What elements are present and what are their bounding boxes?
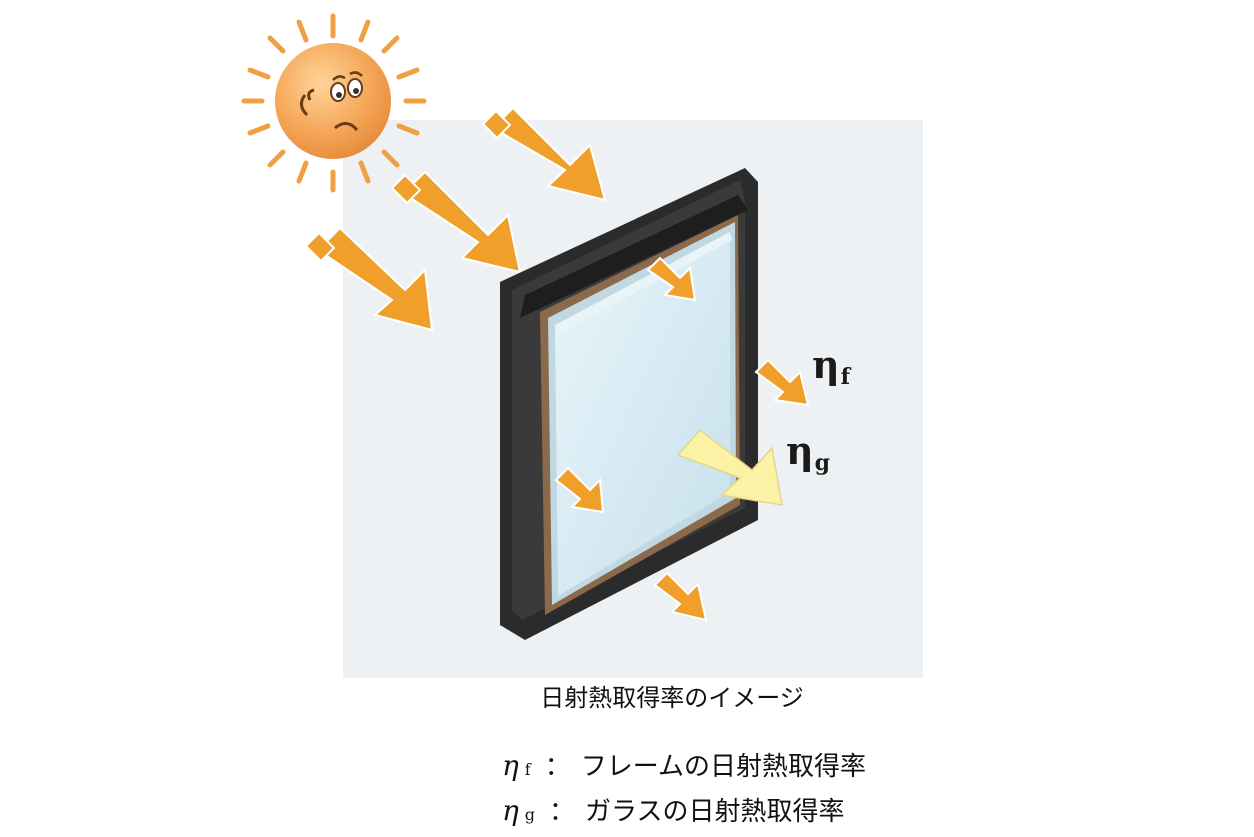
eta-g-subscript: g [814,450,831,476]
frame-arrow [646,256,697,302]
incoming-arrow [401,170,522,274]
incoming-arrow [390,173,422,205]
eta-f-subscript: f [840,364,851,390]
frame-arrow [653,571,708,622]
diagram-caption: 日射熱取得率のイメージ [540,684,804,712]
glass-arrow [676,428,783,506]
legend-row-glass: η g ： ガラスの日射熱取得率 [502,791,845,828]
legend-subscript: f [524,760,531,779]
frame-arrow [554,466,605,514]
legend-separator: ： [544,752,571,782]
incoming-arrow [491,106,607,202]
legend-separator: ： [549,797,576,827]
incoming-arrow [481,109,512,140]
eta-g-label: ηg [786,428,830,476]
frame-arrow [754,358,810,407]
legend-text: ガラスの日射熱取得率 [585,797,845,827]
eta-g-symbol: η [786,428,814,473]
incoming-arrow [316,226,434,332]
legend-row-frame: η f ： フレームの日射熱取得率 [502,746,866,783]
legend-symbol: η [502,794,519,827]
legend-subscript: g [524,805,536,824]
legend-symbol: η [502,749,519,782]
incoming-arrow [304,231,336,263]
window-solar-gain-diagram [241,13,923,678]
eta-f-label: ηf [812,342,850,390]
legend-text: フレームの日射熱取得率 [580,752,866,782]
sun-icon [241,13,427,193]
eta-f-symbol: η [812,342,840,387]
